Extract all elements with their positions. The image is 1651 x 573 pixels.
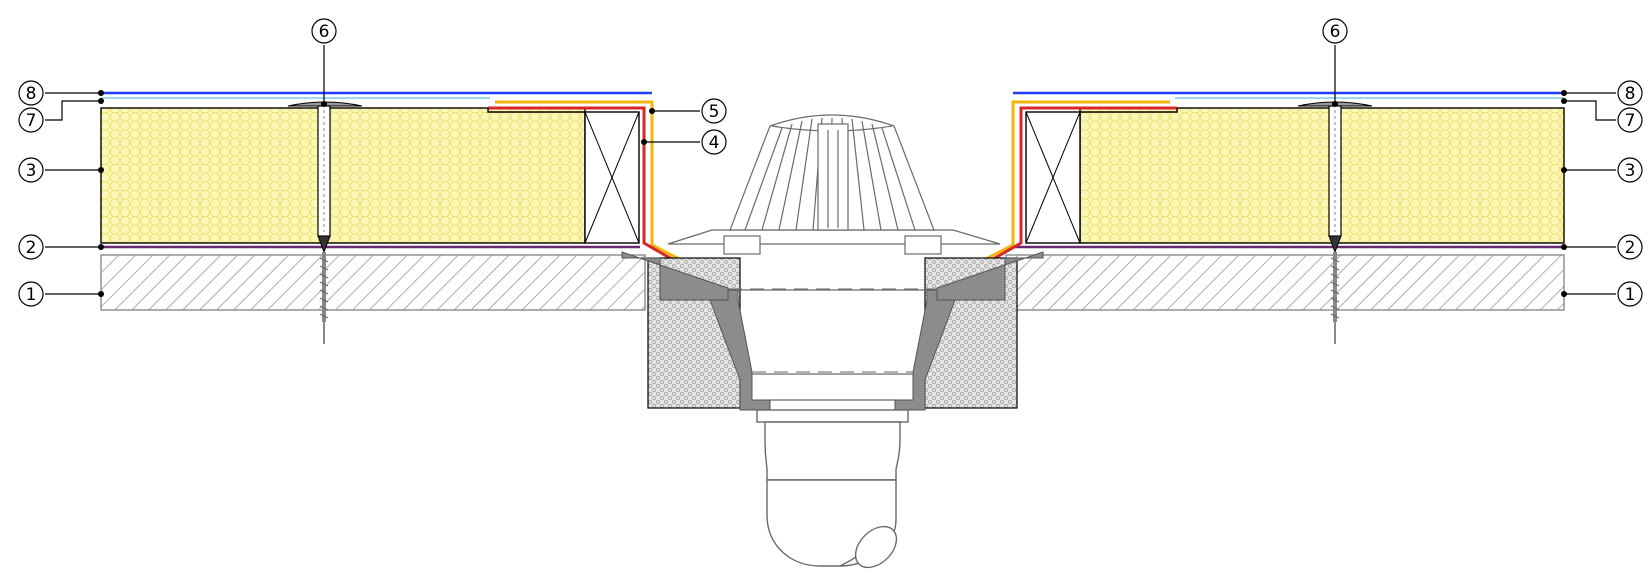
callout-1-left-label: 1: [26, 285, 37, 305]
callout-5-label: 5: [709, 102, 720, 122]
drain-leaf-guard: [729, 114, 935, 231]
left-insulation-step: [487, 108, 585, 113]
callout-6-left: 6: [311, 18, 337, 44]
right-concrete-deck: [1005, 254, 1565, 311]
callout-4: 4: [701, 129, 727, 155]
callout-8-right: 8: [1617, 80, 1643, 106]
callout-6-right-label: 6: [1330, 22, 1341, 42]
right-timber-batten: [1025, 111, 1081, 244]
callout-2-left-label: 2: [26, 238, 37, 258]
callout-2-right: 2: [1617, 234, 1643, 260]
right-roof-build-up: [938, 91, 1565, 344]
callout-3-right: 3: [1617, 157, 1643, 183]
drain-outlet-pipe: [756, 409, 909, 569]
right-fastener: [1297, 101, 1373, 344]
callout-leaders: [45, 45, 1616, 297]
callout-7-left-label: 7: [26, 111, 37, 131]
callout-3-left-label: 3: [26, 161, 37, 181]
right-insulation-board: [1079, 107, 1565, 244]
callout-3-left: 3: [18, 157, 44, 183]
callout-1-right-label: 1: [1625, 285, 1636, 305]
left-insulation-board: [100, 107, 586, 244]
callout-7-right: 7: [1617, 107, 1643, 133]
callout-1-left: 1: [18, 281, 44, 307]
callout-5: 5: [701, 98, 727, 124]
drain-flange-clamps: [723, 235, 942, 255]
callout-6-right: 6: [1322, 18, 1348, 44]
callout-2-left: 2: [18, 234, 44, 260]
left-timber-batten: [584, 111, 640, 244]
callout-2-right-label: 2: [1625, 238, 1636, 258]
callout-7-left: 7: [18, 107, 44, 133]
callout-1-right: 1: [1617, 281, 1643, 307]
right-insulation-step: [1080, 108, 1178, 113]
left-roof-build-up: [100, 91, 727, 344]
roof-drain-assembly: [621, 114, 1044, 569]
callout-8-right-label: 8: [1625, 84, 1636, 104]
drain-inner-pipe: [737, 289, 928, 401]
drain-flange: [667, 229, 1001, 245]
callout-3-right-label: 3: [1625, 161, 1636, 181]
callout-4-label: 4: [709, 133, 720, 153]
callout-7-right-label: 7: [1625, 111, 1636, 131]
drain-body-left-wall: [621, 251, 729, 301]
left-concrete-deck: [100, 254, 646, 311]
callout-8-left: 8: [18, 80, 44, 106]
callout-6-left-label: 6: [319, 22, 330, 42]
drain-body-right-wall: [936, 251, 1044, 301]
callout-8-left-label: 8: [26, 84, 37, 104]
